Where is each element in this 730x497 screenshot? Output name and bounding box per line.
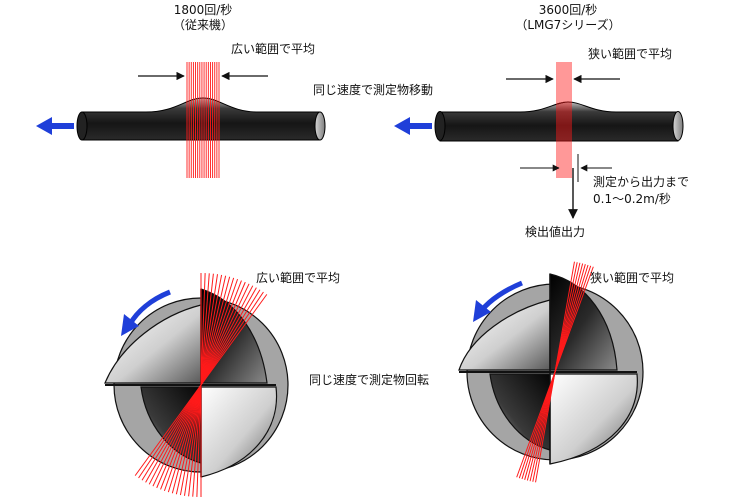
wide-average-label-top: 広い範囲で平均 — [231, 42, 316, 56]
narrow-average-label-bottom: 狭い範囲で平均 — [590, 271, 675, 285]
right-linear-group — [394, 62, 684, 219]
latency-label-line2: 0.1〜0.2m/秒 — [593, 192, 671, 206]
left-rotary-group — [104, 273, 289, 497]
laser-lines-narrow-linear — [556, 62, 572, 178]
rotation-motion-label: 同じ速度で測定物回転 — [309, 373, 430, 387]
left-rate-label: 1800回/秒 — [173, 3, 233, 17]
rotation-arrow-right — [473, 280, 523, 322]
right-rate-label: 3600回/秒 — [538, 3, 598, 17]
blade-bottom-right — [200, 386, 278, 478]
left-model-label: （従来機） — [172, 18, 234, 32]
laser-fan-line — [134, 294, 268, 476]
rod-end-cap-left — [314, 111, 326, 141]
left-linear-group — [36, 62, 326, 178]
rod-start-cap-left — [76, 111, 88, 141]
linear-motion-label: 同じ速度で測定物移動 — [313, 83, 434, 97]
latency-label-line1: 測定から出力まで — [593, 175, 690, 189]
movement-arrow-left — [36, 117, 74, 135]
laser-lines-wide-linear — [186, 62, 220, 178]
output-label: 検出値出力 — [525, 225, 586, 239]
wide-average-label-bottom: 広い範囲で平均 — [256, 271, 341, 285]
laser-fan-narrow-rotary — [516, 261, 594, 483]
right-rotary-group — [458, 261, 644, 483]
movement-arrow-right — [394, 117, 432, 135]
blade-bottom-right-right — [549, 373, 638, 465]
moving-rod-left — [81, 97, 321, 141]
rod-start-cap-right — [434, 111, 446, 141]
laser-fan-line — [516, 266, 594, 478]
narrow-average-label-top: 狭い範囲で平均 — [588, 47, 673, 61]
laser-fan-wide-rotary — [134, 273, 268, 497]
rotation-arrow-left — [121, 289, 171, 336]
rod-end-cap-right — [672, 111, 684, 141]
right-model-label: （LMG7シリーズ） — [515, 18, 621, 32]
blade-top-right-right — [549, 273, 618, 371]
